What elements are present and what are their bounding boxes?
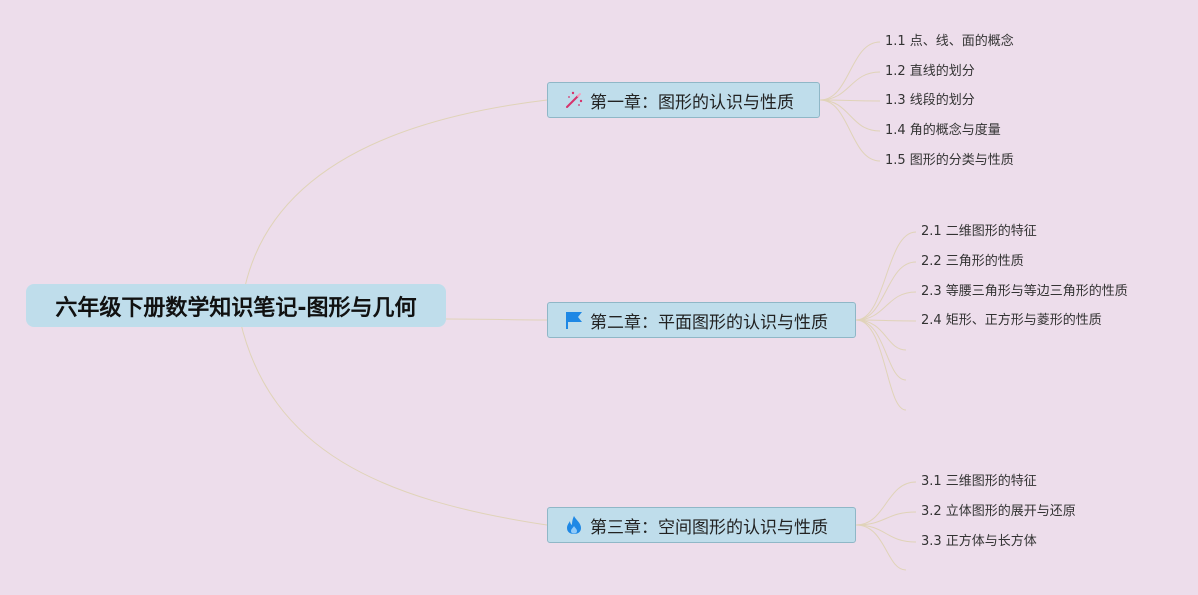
connector-ch2-s3 (855, 291, 917, 321)
connector-ch2-empty-3 (855, 319, 907, 411)
connector-ch2-empty-2 (855, 319, 907, 381)
fire-icon (564, 515, 584, 535)
connector-ch3-s3 (855, 524, 917, 543)
connector-ch1-s4 (819, 99, 881, 132)
chapter-3-node[interactable]: 第三章：空间图形的认识与性质 (547, 507, 856, 543)
section-1-5[interactable]: 1.5 图形的分类与性质 (885, 153, 1014, 168)
magic-wand-icon (564, 90, 584, 110)
chapter-3-title: 第三章：空间图形的认识与性质 (590, 517, 828, 538)
connector-ch2-empty-1 (855, 319, 907, 351)
connector-root-ch3 (239, 319, 548, 526)
chapter-1-title: 第一章：图形的认识与性质 (590, 92, 794, 113)
connector-root-ch1 (239, 99, 548, 321)
section-1-1[interactable]: 1.1 点、线、面的概念 (885, 34, 1014, 49)
connector-ch3-empty (855, 524, 907, 571)
section-3-2[interactable]: 3.2 立体图形的展开与还原 (921, 504, 1076, 519)
section-3-1[interactable]: 3.1 三维图形的特征 (921, 474, 1037, 489)
connector-root-ch2 (445, 318, 548, 321)
section-2-3[interactable]: 2.3 等腰三角形与等边三角形的性质 (921, 284, 1128, 299)
section-2-2[interactable]: 2.2 三角形的性质 (921, 254, 1024, 269)
section-1-4[interactable]: 1.4 角的概念与度量 (885, 123, 1001, 138)
section-3-3[interactable]: 3.3 正方体与长方体 (921, 534, 1037, 549)
connector-ch2-s2 (855, 261, 917, 321)
connector-ch1-s5 (819, 99, 881, 162)
section-2-4[interactable]: 2.4 矩形、正方形与菱形的性质 (921, 313, 1102, 328)
section-2-1[interactable]: 2.1 二维图形的特征 (921, 224, 1037, 239)
connector-ch3-s2 (855, 511, 917, 526)
connector-ch1-s2 (819, 71, 881, 101)
root-topic-label: 六年级下册数学知识笔记-图形与几何 (55, 295, 417, 321)
chapter-2-title: 第二章：平面图形的认识与性质 (590, 312, 828, 333)
root-topic[interactable]: 六年级下册数学知识笔记-图形与几何 (26, 284, 446, 327)
flag-icon (564, 310, 584, 330)
section-1-2[interactable]: 1.2 直线的划分 (885, 64, 975, 79)
connector-ch2-s4 (855, 319, 917, 322)
connector-ch1-s3 (819, 99, 881, 102)
connector-ch1-s1 (819, 41, 881, 101)
section-1-3[interactable]: 1.3 线段的划分 (885, 93, 975, 108)
connector-ch2-s1 (855, 231, 917, 321)
chapter-1-node[interactable]: 第一章：图形的认识与性质 (547, 82, 820, 118)
connector-ch3-s1 (855, 481, 917, 526)
chapter-2-node[interactable]: 第二章：平面图形的认识与性质 (547, 302, 856, 338)
